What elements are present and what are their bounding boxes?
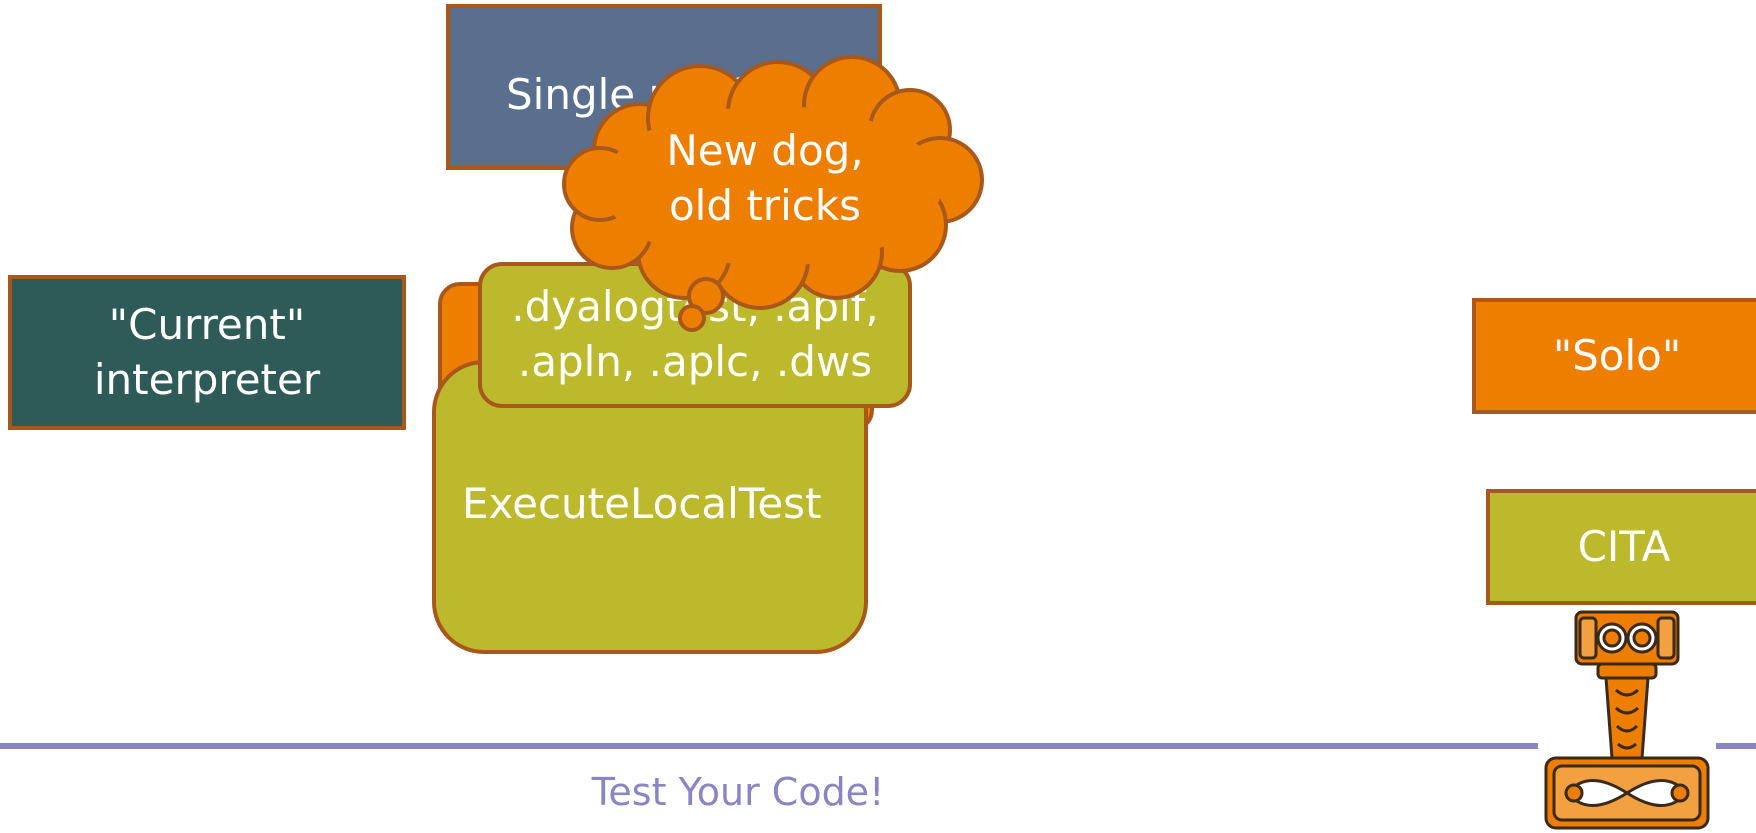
single-platform-label: Single platform [506,70,827,119]
file-types-label: .dyalogtest, .aplf, .apln, .aplc, .dws [511,282,879,386]
footer-title: Test Your Code! [591,770,885,814]
thors-hammer-logo-icon [1538,608,1716,833]
footer-divider [0,743,1756,749]
solo-box: "Solo" [1472,298,1756,414]
current-interpreter-label: "Current" interpreter [93,299,321,404]
current-interpreter-box: "Current" interpreter [8,275,406,430]
execute-local-test-label: ExecuteLocalTest [462,478,822,528]
solo-label: "Solo" [1552,330,1682,380]
execute-local-test-box: ExecuteLocalTest [432,360,868,654]
file-types-box: .dyalogtest, .aplf, .apln, .aplc, .dws [478,262,912,408]
cita-box: CITA [1486,489,1756,605]
callout-text: New dog, old tricks [666,126,864,230]
cita-label: CITA [1577,521,1671,571]
